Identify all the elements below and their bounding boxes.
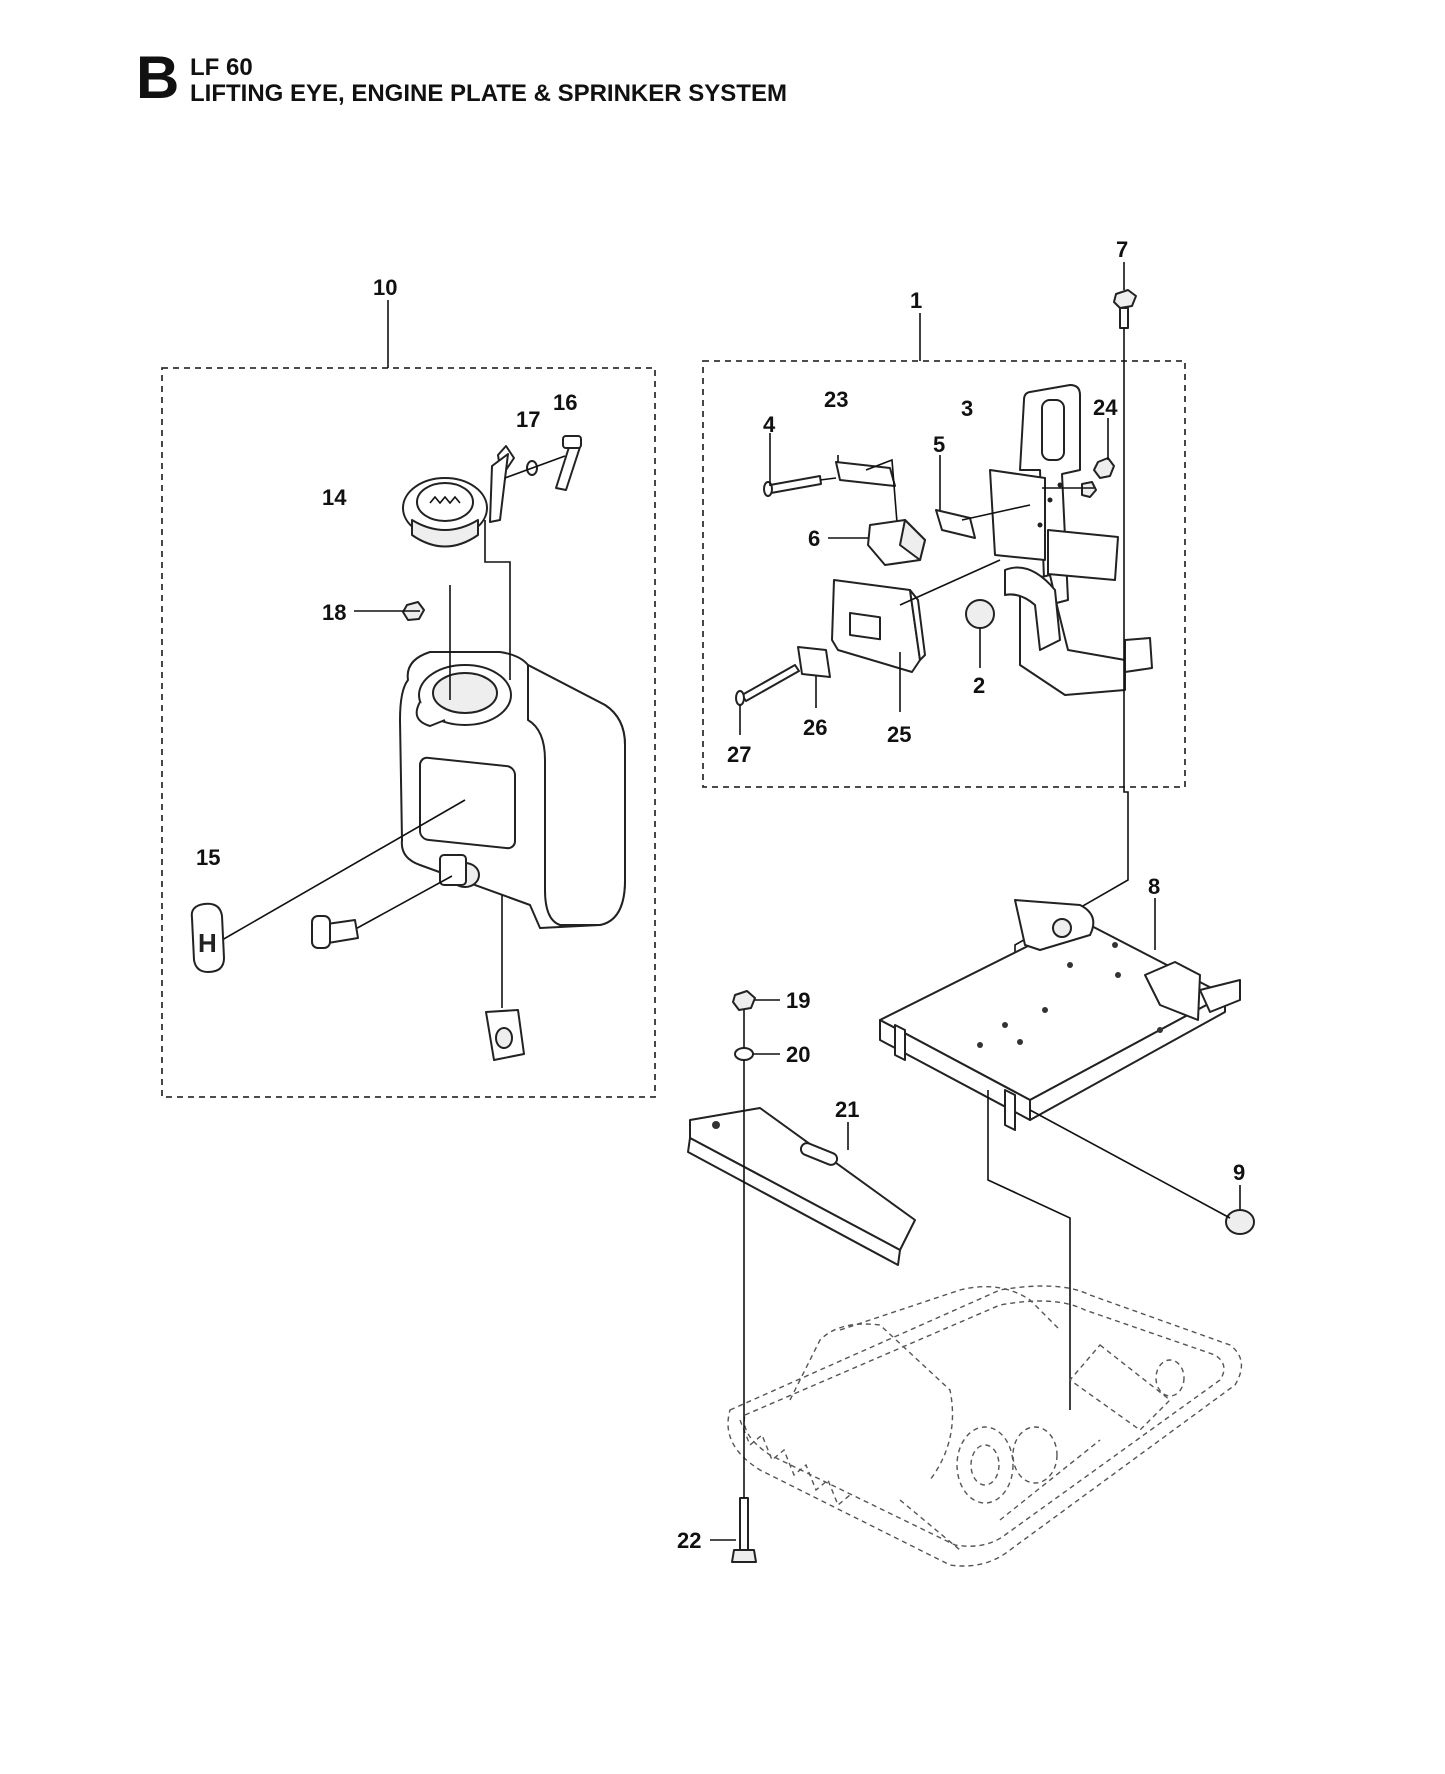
callout-23: 23 <box>824 387 848 412</box>
part-20-washer <box>734 1047 754 1061</box>
part-8-engine-plate <box>879 899 1241 1131</box>
callout-20: 20 <box>786 1042 810 1067</box>
part-16-screw <box>555 435 582 491</box>
group-1-lifting-eye <box>702 313 1186 788</box>
svg-text:H: H <box>198 928 217 958</box>
callout-18: 18 <box>322 600 346 625</box>
sprinkler-clip <box>485 1009 525 1061</box>
callout-14: 14 <box>322 485 347 510</box>
base-plate-ghost <box>727 1285 1243 1567</box>
drain-screw <box>311 915 359 949</box>
tank-body <box>399 651 626 929</box>
part-19-nut <box>732 990 756 1011</box>
part-3-lifting-eye <box>989 384 1153 696</box>
callout-24: 24 <box>1093 395 1118 420</box>
group-1-boundary <box>702 360 1186 788</box>
callout-6: 6 <box>808 526 820 551</box>
part-9-flange-nut <box>1225 1209 1255 1235</box>
part-14-tank-cap <box>402 445 515 548</box>
callout-25: 25 <box>887 722 911 747</box>
part-27-screw <box>735 664 800 706</box>
callout-4: 4 <box>763 412 776 437</box>
callout-10: 10 <box>373 275 397 300</box>
part-21-bracket <box>687 1107 916 1266</box>
callout-16: 16 <box>553 390 577 415</box>
diagram-title: LIFTING EYE, ENGINE PLATE & SPRINKER SYS… <box>190 80 787 107</box>
model-name: LF 60 <box>190 54 253 81</box>
part-25-guard <box>831 579 926 673</box>
group-10-boundary <box>161 367 656 1098</box>
callout-9: 9 <box>1233 1160 1245 1185</box>
part-4-screw <box>763 475 822 497</box>
part-22-bolt <box>731 1497 757 1563</box>
callout-7: 7 <box>1116 237 1128 262</box>
part-2-plug <box>965 599 995 629</box>
callout-22: 22 <box>677 1528 701 1553</box>
part-26-plate <box>797 646 831 678</box>
callout-27: 27 <box>727 742 751 767</box>
callout-1: 1 <box>910 288 922 313</box>
callout-19: 19 <box>786 988 810 1013</box>
part-6-rubber-pad <box>867 519 926 566</box>
callout-15: 15 <box>196 845 220 870</box>
callout-17: 17 <box>516 407 540 432</box>
callout-21: 21 <box>835 1097 859 1122</box>
callout-3: 3 <box>961 396 973 421</box>
callout-5: 5 <box>933 432 945 457</box>
callout-26: 26 <box>803 715 827 740</box>
part-15-logo-badge: H <box>190 902 225 973</box>
callout-2: 2 <box>973 673 985 698</box>
part-24-nut <box>1093 457 1115 479</box>
callout-8: 8 <box>1148 874 1160 899</box>
section-letter: B <box>136 44 180 111</box>
part-23-clamp <box>835 461 896 487</box>
part-5-clamp <box>935 509 976 539</box>
group-10-water-tank: H <box>161 300 656 1098</box>
part-7-screw <box>1113 289 1137 329</box>
